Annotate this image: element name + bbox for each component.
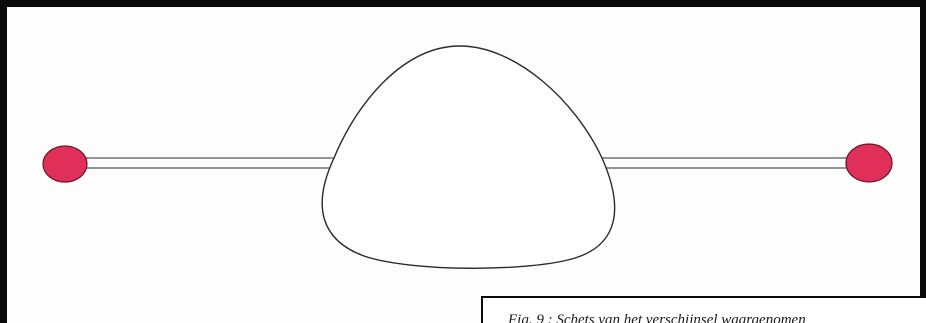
right-ball — [846, 144, 892, 182]
left-ball — [43, 146, 87, 182]
right-rod — [602, 158, 848, 168]
caption-box: Fig. 9 : Schets van het verschijnsel waa… — [481, 296, 926, 323]
left-rod — [86, 158, 334, 168]
figure-caption: Fig. 9 : Schets van het verschijnsel waa… — [508, 312, 806, 323]
central-bubble — [322, 46, 614, 268]
